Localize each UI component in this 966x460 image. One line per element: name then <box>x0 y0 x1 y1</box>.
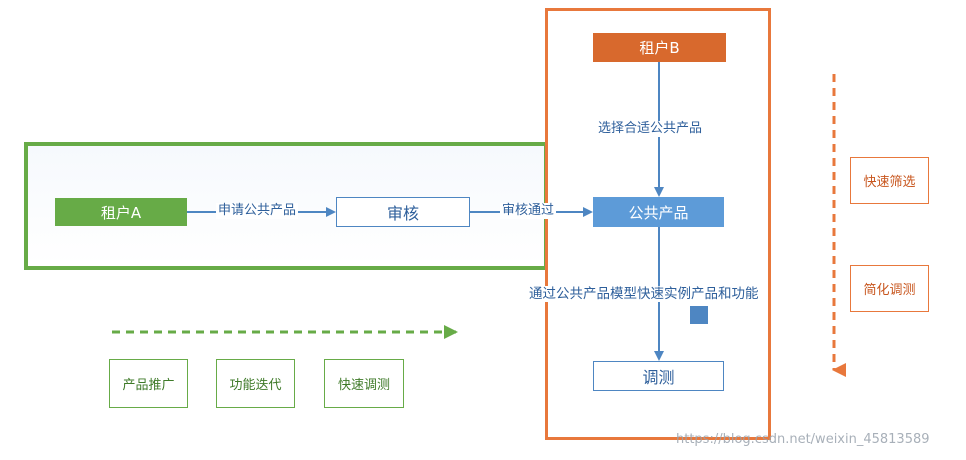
tenant-a-label: 租户A <box>100 203 142 222</box>
green-tag-iteration: 功能迭代 <box>216 359 295 408</box>
tenant-b-label: 租户B <box>639 39 680 57</box>
watermark-text: https://blog.csdn.net/weixin_45813589 <box>676 432 930 447</box>
edge-label-pass: 审核通过 <box>500 203 557 219</box>
orange-tag-label: 简化调测 <box>863 283 916 298</box>
green-tag-label: 产品推广 <box>122 378 175 393</box>
edge-label-apply: 申请公共产品 <box>216 203 299 219</box>
audit-label: 审核 <box>386 204 419 223</box>
green-tag-quick-tuning: 快速调测 <box>324 359 404 408</box>
edge-label-choose: 选择合适公共产品 <box>596 121 705 137</box>
edge-label-via: 通过公共产品模型快速实例产品和功能 <box>527 286 761 302</box>
green-tag-promotion: 产品推广 <box>109 359 188 408</box>
tuning-label: 调测 <box>642 368 675 387</box>
green-tag-label: 功能迭代 <box>229 378 282 393</box>
tuning-node: 调测 <box>593 361 724 391</box>
small-square-marker <box>690 306 708 324</box>
orange-tag-quick-filter: 快速筛选 <box>850 157 929 204</box>
orange-tag-label: 快速筛选 <box>863 175 916 190</box>
tenant-a-node: 租户A <box>55 198 187 226</box>
public-product-label: 公共产品 <box>628 203 689 222</box>
public-product-node: 公共产品 <box>593 197 724 227</box>
tenant-b-node: 租户B <box>593 33 726 62</box>
audit-node: 审核 <box>336 197 470 227</box>
orange-group-frame <box>545 8 771 440</box>
orange-tag-simplified-tuning: 简化调测 <box>850 265 929 312</box>
green-tag-label: 快速调测 <box>337 378 390 393</box>
